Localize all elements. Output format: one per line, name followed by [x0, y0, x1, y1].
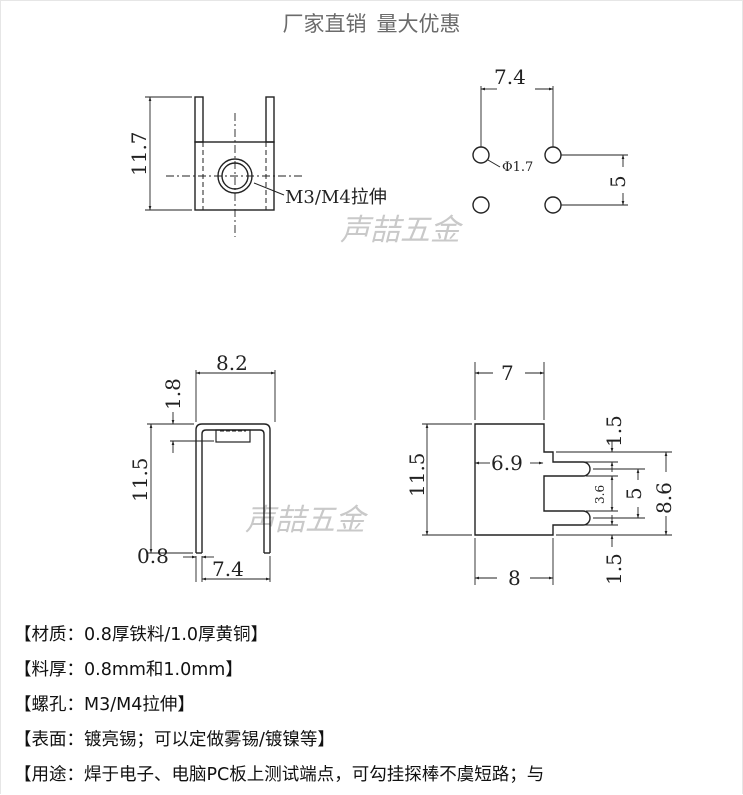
top-bottom-width-dim: 8 — [508, 566, 521, 590]
front-height-dim: 11.7 — [127, 131, 151, 176]
spec-usage: 【用途：焊于电子、电脑PC板上测试端点，可勾挂探棒不虞短路；与 — [14, 765, 545, 785]
front-view — [145, 96, 305, 237]
pcb-hole-dia: Φ1.7 — [502, 160, 533, 175]
watermark-bottom: 声喆五金 — [245, 503, 369, 538]
spec-list: 【材质：0.8厚铁料/1.0厚黄铜】 【料厚：0.8mm和1.0mm】 【螺孔：… — [14, 618, 544, 793]
side-width-dim: 8.2 — [216, 351, 248, 375]
slot-lower-dim: 1.5 — [602, 553, 626, 585]
technical-drawing: 声喆五金 声喆五金 11.7 M3/M4拉伸 — [127, 65, 676, 590]
watermark-top: 声喆五金 — [340, 213, 464, 248]
title-discount: 量大优惠 — [376, 12, 461, 36]
slot-total-dim: 8.6 — [652, 482, 676, 514]
top-view — [422, 362, 672, 585]
top-inner-width-dim: 6.9 — [491, 451, 523, 475]
spec-surface: 【表面：镀亮锡；可以定做雾锡/镀镍等】 — [14, 730, 335, 750]
spec-screw-hole: 【螺孔：M3/M4拉伸】 — [14, 695, 195, 715]
spec-thickness: 【料厚：0.8mm和1.0mm】 — [14, 660, 243, 680]
hole-spec-label: M3/M4拉伸 — [285, 187, 387, 208]
pcb-row-spacing: 5 — [606, 175, 630, 188]
pcb-layout — [472, 86, 628, 214]
side-height-dim: 11.5 — [128, 457, 152, 502]
slot-upper-dim: 1.5 — [602, 415, 626, 447]
title-direct-sale: 厂家直销 — [282, 12, 367, 36]
side-top-dim: 1.8 — [161, 378, 185, 410]
top-width-dim: 7 — [501, 361, 514, 385]
page-title: 厂家直销量大优惠 — [0, 8, 743, 38]
slot-mid-dim: 3.6 — [593, 485, 607, 504]
side-thickness-dim: 0.8 — [137, 544, 169, 568]
pcb-pitch-dim: 7.4 — [494, 65, 526, 89]
top-height-dim: 11.5 — [405, 452, 429, 497]
side-inner-dim: 7.4 — [212, 557, 244, 581]
side-view — [147, 370, 276, 582]
spec-material: 【材质：0.8厚铁料/1.0厚黄铜】 — [14, 625, 269, 645]
slot-pitch-dim: 5 — [622, 487, 646, 500]
